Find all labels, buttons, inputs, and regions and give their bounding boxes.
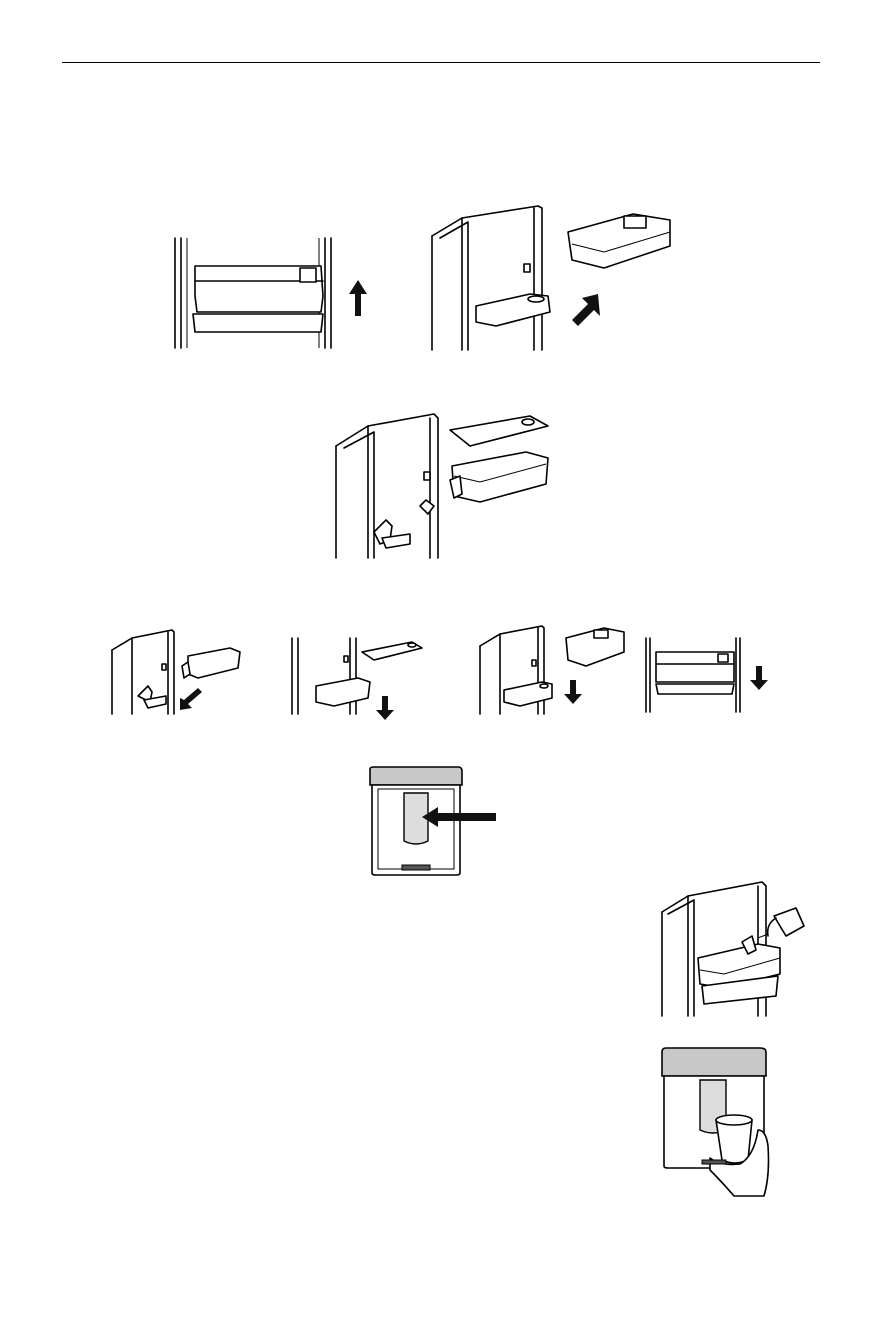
door-bin-lift-up-illustration	[165, 236, 385, 351]
tank-exploded-view-illustration	[330, 410, 555, 560]
figure-tank-lid-and-valve	[330, 410, 555, 560]
valve-reinstall-illustration	[108, 626, 248, 716]
figure-reinstall-valve	[108, 626, 248, 716]
tank-filling-jug-illustration	[658, 880, 808, 1018]
figure-remove-water-tank	[428, 204, 676, 352]
water-tank-removal-illustration	[428, 204, 676, 352]
tank-reinstall-illustration	[476, 624, 628, 716]
figure-lift-door-bin	[165, 236, 385, 351]
header-rule	[62, 62, 820, 63]
figure-reinstall-tank	[476, 624, 628, 716]
figure-fill-tank	[658, 880, 808, 1018]
figure-reinstall-bin	[640, 636, 772, 714]
figure-reinstall-lid	[288, 634, 428, 716]
lid-reinstall-illustration	[288, 634, 428, 716]
cup-at-dispenser-illustration	[660, 1046, 772, 1201]
figure-dispenser-paddle	[368, 765, 498, 877]
dispenser-paddle-press-illustration	[368, 765, 498, 877]
figure-dispense-water	[660, 1046, 772, 1201]
bin-reinstall-illustration	[640, 636, 772, 714]
